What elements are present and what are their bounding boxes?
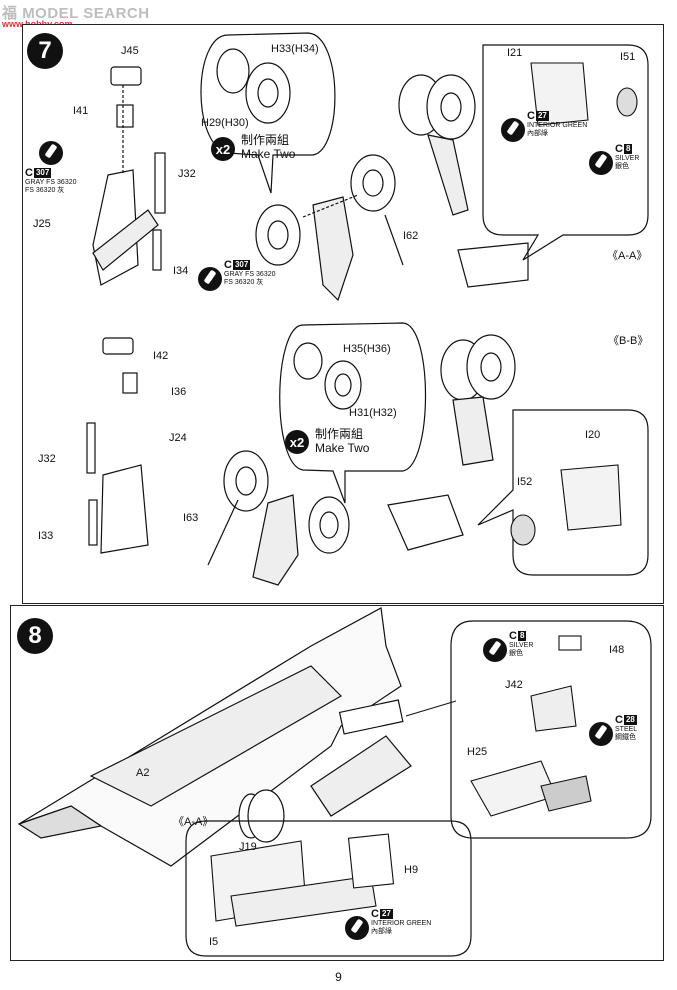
section-label-aa: 《A-A》	[173, 816, 214, 828]
step7-drawing	[86, 32, 649, 586]
part-label: I51	[620, 51, 636, 63]
part-label: H25	[467, 746, 488, 758]
paint-brush-icon	[501, 118, 525, 142]
part-label: J24	[169, 432, 187, 444]
part-label: A2	[136, 767, 150, 779]
step8-drawing	[17, 607, 652, 957]
part-label: I41	[73, 105, 89, 117]
part-label: H33(H34)	[271, 43, 319, 55]
paint-brush-icon	[483, 638, 507, 662]
part-label: I36	[171, 386, 187, 398]
step-number-badge: 8	[17, 618, 53, 654]
part-label: I21	[507, 47, 523, 59]
part-label: I34	[173, 265, 189, 277]
part-label: H31(H32)	[349, 407, 397, 419]
make-two-badge: x2	[211, 137, 235, 161]
page-number: 9	[335, 970, 342, 984]
step-number-badge: 7	[27, 33, 63, 69]
part-label: I42	[153, 350, 169, 362]
part-label: I20	[585, 429, 601, 441]
part-label: I63	[183, 512, 199, 524]
part-label: J19	[239, 841, 257, 853]
section-label-bb: 《B-B》	[608, 335, 649, 347]
part-label: H9	[404, 864, 419, 876]
part-label: J25	[33, 218, 51, 230]
paint-brush-icon	[198, 267, 222, 291]
part-label: I33	[38, 530, 54, 542]
part-label: H29(H30)	[201, 117, 249, 129]
part-label: J32	[178, 168, 196, 180]
section-label-aa: 《A-A》	[607, 250, 648, 262]
part-label: J42	[505, 679, 523, 691]
make-two-badge: x2	[285, 430, 309, 454]
paint-brush-icon	[345, 916, 369, 940]
part-label: I62	[403, 230, 419, 242]
paint-brush-icon	[39, 141, 63, 165]
part-label: I48	[609, 644, 625, 656]
part-label: J32	[38, 453, 56, 465]
part-label: H35(H36)	[343, 343, 391, 355]
paint-brush-icon	[589, 722, 613, 746]
watermark: 福 MODEL SEARCH	[2, 5, 150, 22]
paint-brush-icon	[589, 151, 613, 175]
part-label: I52	[517, 476, 533, 488]
step7-panel: 7 J45 I41 J32 J25 I34 H33(H34) H29(H30) …	[22, 24, 664, 604]
part-label: J45	[121, 45, 139, 57]
part-label: I5	[209, 936, 219, 948]
